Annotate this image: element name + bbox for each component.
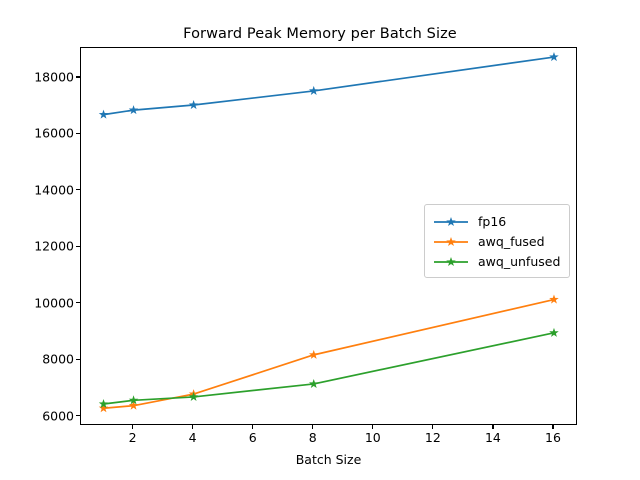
- x-tick-mark: [372, 425, 374, 429]
- x-tick-label: 2: [128, 430, 137, 445]
- x-axis-tick-labels: 2 4 6 8 10 12 14 16: [0, 430, 640, 450]
- data-point-marker: [128, 400, 139, 410]
- x-tick-label: 16: [545, 430, 561, 445]
- data-point-marker: [308, 349, 319, 359]
- x-tick-label: 6: [248, 430, 257, 445]
- data-point-marker: [98, 109, 109, 119]
- y-tick-label: 12000: [34, 238, 74, 254]
- chart-title: Forward Peak Memory per Batch Size: [183, 26, 457, 42]
- y-tick-label: 6000: [42, 408, 74, 424]
- series-line: [102, 56, 555, 116]
- x-tick-label: 14: [484, 430, 501, 445]
- x-tick-mark: [192, 425, 194, 429]
- x-tick-mark: [132, 425, 134, 429]
- y-tick-mark: [76, 189, 80, 191]
- legend-item-fp16[interactable]: fp16: [432, 211, 560, 231]
- legend[interactable]: fp16 awq_fused awq_unfused: [424, 204, 571, 278]
- x-tick-mark: [492, 425, 494, 429]
- x-tick-label: 4: [188, 430, 197, 445]
- legend-swatch-icon: [432, 254, 470, 268]
- plot-area: [80, 47, 577, 425]
- x-tick-mark: [552, 425, 554, 429]
- legend-item-awq_fused[interactable]: awq_fused: [432, 231, 560, 251]
- legend-swatch-icon: [432, 234, 470, 248]
- y-tick-label: 18000: [34, 69, 74, 85]
- series-awq_fused: [98, 294, 559, 413]
- y-tick-mark: [76, 132, 80, 134]
- data-point-marker: [98, 398, 109, 409]
- series-fp16: [98, 52, 559, 119]
- data-point-marker: [188, 391, 199, 401]
- data-point-marker: [308, 378, 319, 388]
- y-tick-label: 16000: [34, 125, 74, 141]
- x-axis-label: Batch Size: [295, 452, 362, 467]
- data-point-marker: [308, 85, 319, 95]
- y-tick-label: 14000: [34, 182, 74, 198]
- x-tick-mark: [252, 425, 254, 429]
- legend-label: fp16: [478, 213, 507, 229]
- y-tick-mark: [76, 302, 80, 304]
- legend-label: awq_fused: [478, 233, 545, 249]
- data-point-marker: [98, 403, 109, 413]
- data-point-marker: [549, 52, 559, 62]
- y-tick-label: 10000: [34, 295, 74, 311]
- y-tick-mark: [76, 358, 80, 360]
- legend-swatch-icon: [432, 214, 470, 228]
- data-point-marker: [188, 100, 199, 110]
- legend-label: awq_unfused: [478, 253, 561, 269]
- x-tick-label: 10: [364, 430, 381, 445]
- y-tick-label: 8000: [42, 351, 74, 367]
- data-point-marker: [549, 294, 559, 304]
- series-canvas: [98, 52, 559, 413]
- x-tick-mark: [312, 425, 314, 429]
- series-line: [102, 298, 555, 410]
- series-awq_unfused: [98, 327, 559, 409]
- x-tick-label: 8: [308, 430, 317, 445]
- data-point-marker: [128, 105, 139, 115]
- y-tick-mark: [76, 245, 80, 247]
- x-tick-label: 12: [424, 430, 441, 445]
- y-axis-tick-labels: 6000 8000 10000 12000 14000 16000 18000: [12, 0, 74, 480]
- x-tick-mark: [432, 425, 434, 429]
- series-line: [102, 331, 555, 405]
- y-tick-mark: [76, 415, 80, 417]
- legend-item-awq_unfused[interactable]: awq_unfused: [432, 251, 560, 271]
- data-point-marker: [549, 327, 559, 337]
- y-tick-mark: [76, 76, 80, 78]
- data-point-marker: [128, 395, 139, 405]
